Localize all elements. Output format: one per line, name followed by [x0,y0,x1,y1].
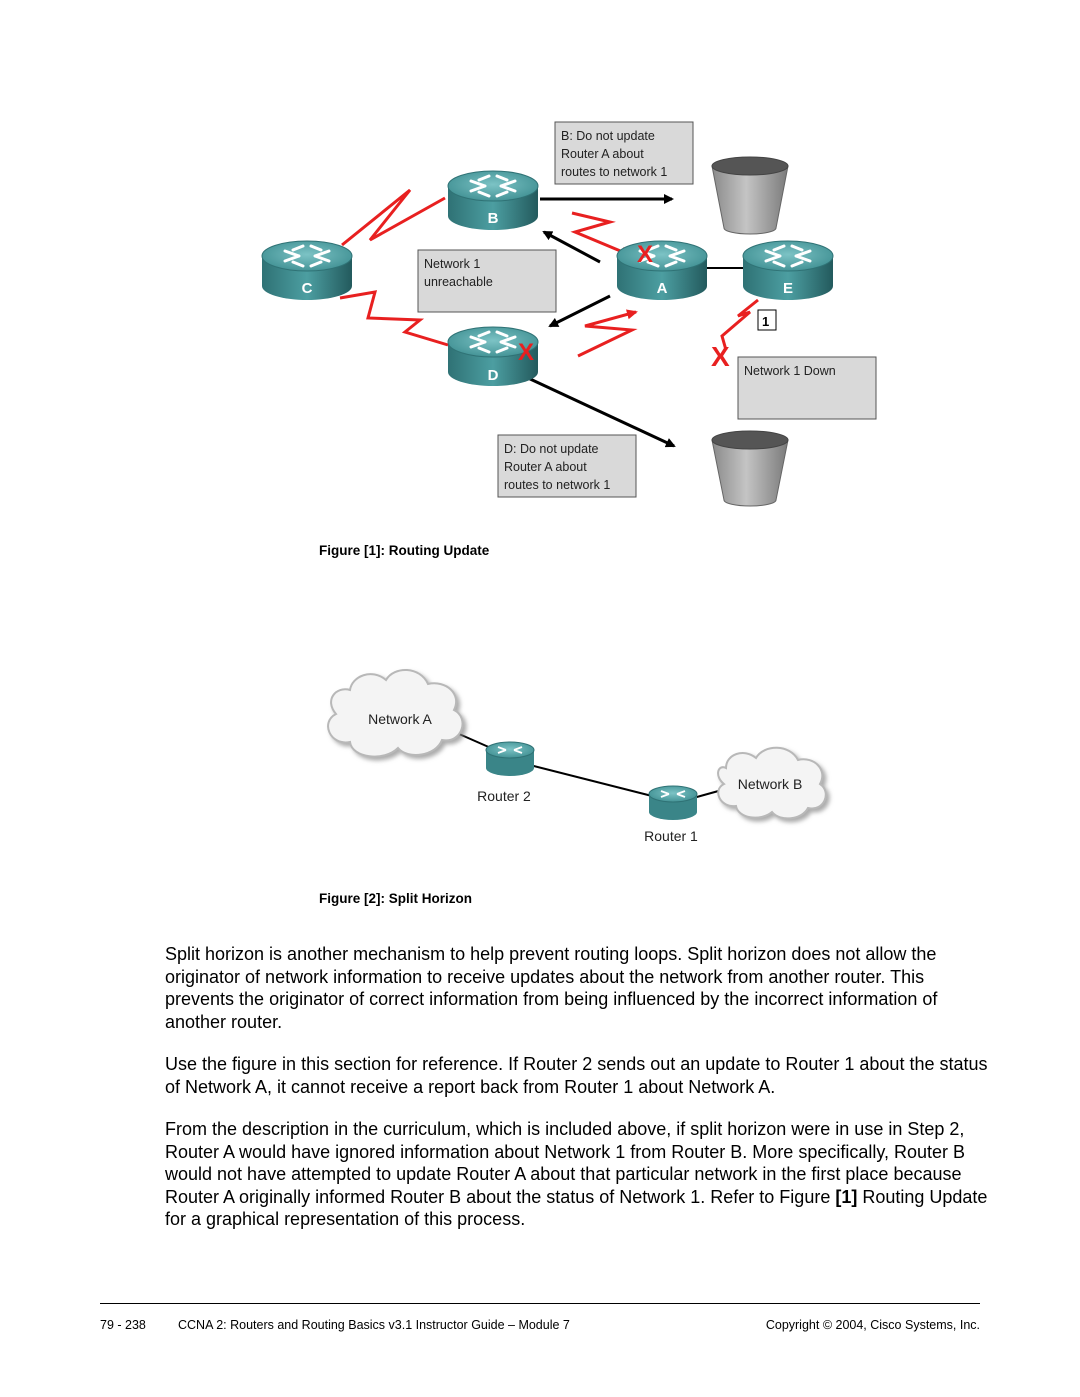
router-a-label: A [657,280,668,297]
paragraph-3: From the description in the curriculum, … [165,1119,988,1229]
blocked-x-icon: X [637,241,653,268]
routing-update-figure: B C A E D X X X B: Do not update Router … [260,121,877,507]
arrow-a-to-b [542,230,601,264]
body-text: Split horizon is another mechanism to he… [165,943,995,1251]
figure-reference: [1] [835,1186,858,1207]
footer-page-number: 79 - 238 [100,1318,146,1332]
link-c-d [339,290,449,347]
arrow-a-to-d [548,294,611,328]
paragraph-1: Split horizon is another mechanism to he… [165,944,938,1032]
note-b-line1: B: Do not update [561,129,655,143]
note-unreachable-line1: Network 1 [424,257,480,271]
blocked-x-icon: X [518,339,534,366]
svg-text:D: Do not update Router A: D: Do not update Router A about routes t… [504,442,610,492]
link-c-b [341,188,446,247]
note-d-line2: Router A about [504,460,587,474]
router-b-label: B [488,210,499,227]
link-e-network1 [720,298,759,351]
link-router2-router1 [517,761,661,799]
footer-copyright: Copyright © 2004, Cisco Systems, Inc. [765,1318,980,1332]
router-d-label: D [488,367,499,384]
note-box-b [554,121,694,185]
router-1 [648,785,698,820]
note-box-d [497,434,637,498]
marker-box [757,309,777,331]
note-d-line1: D: Do not update [504,442,599,456]
figure1-caption: Figure [1]: Routing Update [319,543,490,558]
network-a-label: Network A [368,711,432,727]
bit-bucket-icon [711,156,789,235]
network-a-cloud-icon [327,669,464,758]
split-horizon-figure: Network A Network B Router 2 Router 1 [327,669,827,844]
network-b-label: Network B [738,776,803,792]
router-e-label: E [783,280,793,297]
link-b-a [570,211,632,257]
svg-text:B: Do not update Router A: B: Do not update Router A about routes t… [561,129,667,179]
router-2 [485,741,535,776]
arrow-d-out [527,376,676,448]
note-box-down [737,356,877,420]
router-1-label: Router 1 [644,828,698,844]
bit-bucket-icon [711,430,789,507]
note-box-unreachable [417,249,557,313]
figure2-caption: Figure [2]: Split Horizon [319,891,473,906]
link-d-a [577,309,638,358]
footer-title: CCNA 2: Routers and Routing Basics v3.1 … [178,1318,570,1332]
note-unreachable-line2: unreachable [424,275,493,289]
marker-label: 1 [762,314,769,329]
note-b-line2: Router A about [561,147,644,161]
network-b-cloud-icon [717,746,827,820]
paragraph-2: Use the figure in this section for refer… [165,1054,988,1097]
note-d-line3: routes to network 1 [504,478,610,492]
router-c-label: C [302,280,313,297]
link-down-x-icon: X [711,341,730,372]
footer-divider [100,1303,980,1304]
router-2-label: Router 2 [477,788,531,804]
note-down-text: Network 1 Down [744,364,836,378]
note-b-line3: routes to network 1 [561,165,667,179]
svg-text:Network 1 unreachable: Network 1 unreachable [424,257,493,289]
